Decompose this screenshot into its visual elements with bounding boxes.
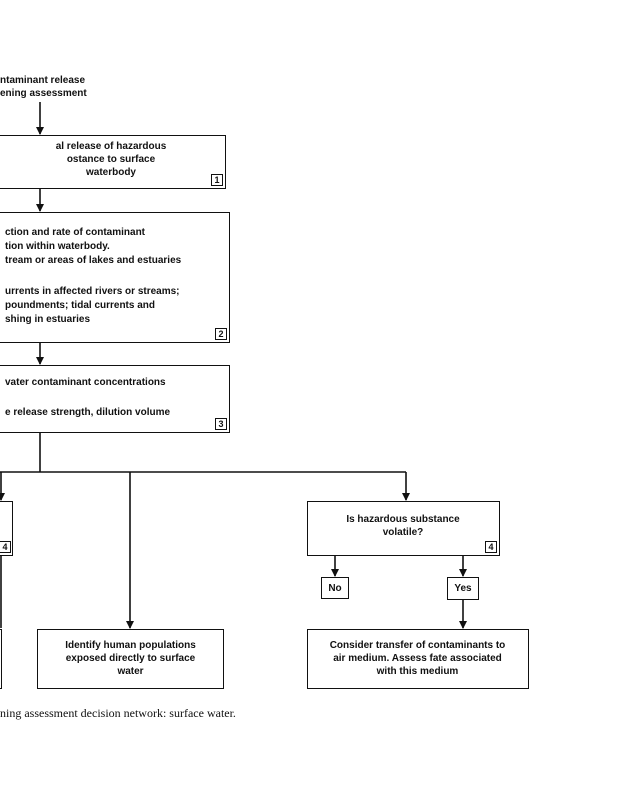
box-left-lower-partial — [0, 629, 2, 689]
box-no: No — [321, 577, 349, 599]
yes-label: Yes — [454, 583, 472, 594]
box-consider-transfer-to-air: Consider transfer of contaminants to air… — [307, 629, 529, 689]
start-line-1: ntaminant release — [0, 75, 86, 86]
box2-line-6: shing in estuaries — [5, 314, 91, 325]
box-identify-human-populations: Identify human populations exposed direc… — [37, 629, 224, 689]
volatile-line-1: Is hazardous substance — [346, 514, 460, 525]
box-left-partial: 4 — [0, 501, 13, 556]
transfer-line-1: Consider transfer of contaminants to — [329, 640, 506, 651]
box3-line-1: vater contaminant concentrations — [5, 377, 166, 388]
start-line-2: ening assessment — [0, 88, 87, 99]
box-is-substance-volatile: Is hazardous substance volatile? 4 — [307, 501, 500, 556]
volatile-step-number: 4 — [485, 541, 497, 553]
left-box-step-number: 4 — [0, 541, 11, 553]
box2-step-number: 2 — [215, 328, 227, 340]
box-contaminant-concentrations: vater contaminant concentrations e relea… — [0, 365, 230, 433]
box1-step-number: 1 — [211, 174, 223, 186]
box-yes: Yes — [447, 577, 479, 600]
transfer-line-2: air medium. Assess fate associated — [333, 653, 502, 664]
no-label: No — [328, 583, 342, 594]
box2-line-2: tion within waterbody. — [5, 241, 110, 252]
volatile-line-2: volatile? — [382, 527, 424, 538]
box3-step-number: 3 — [215, 418, 227, 430]
box2-line-4: urrents in affected rivers or streams; — [5, 286, 180, 297]
figure-caption: ning assessment decision network: surfac… — [0, 706, 236, 720]
populations-line-1: Identify human populations — [65, 640, 196, 651]
box2-line-1: ction and rate of contaminant — [5, 227, 146, 238]
box1-line-2: ostance to surface — [66, 154, 156, 165]
populations-line-3: water — [117, 666, 144, 677]
populations-line-2: exposed directly to surface — [65, 653, 196, 664]
box-release-to-surface-water: al release of hazardous ostance to surfa… — [0, 135, 226, 189]
box1-line-3: waterbody — [85, 167, 136, 178]
box-direction-and-rate: ction and rate of contaminant tion withi… — [0, 212, 230, 343]
box3-line-2: e release strength, dilution volume — [5, 407, 171, 418]
box1-line-1: al release of hazardous — [55, 141, 167, 152]
transfer-line-3: with this medium — [376, 666, 459, 677]
box2-line-3: tream or areas of lakes and estuaries — [5, 255, 182, 266]
box2-line-5: poundments; tidal currents and — [5, 300, 156, 311]
